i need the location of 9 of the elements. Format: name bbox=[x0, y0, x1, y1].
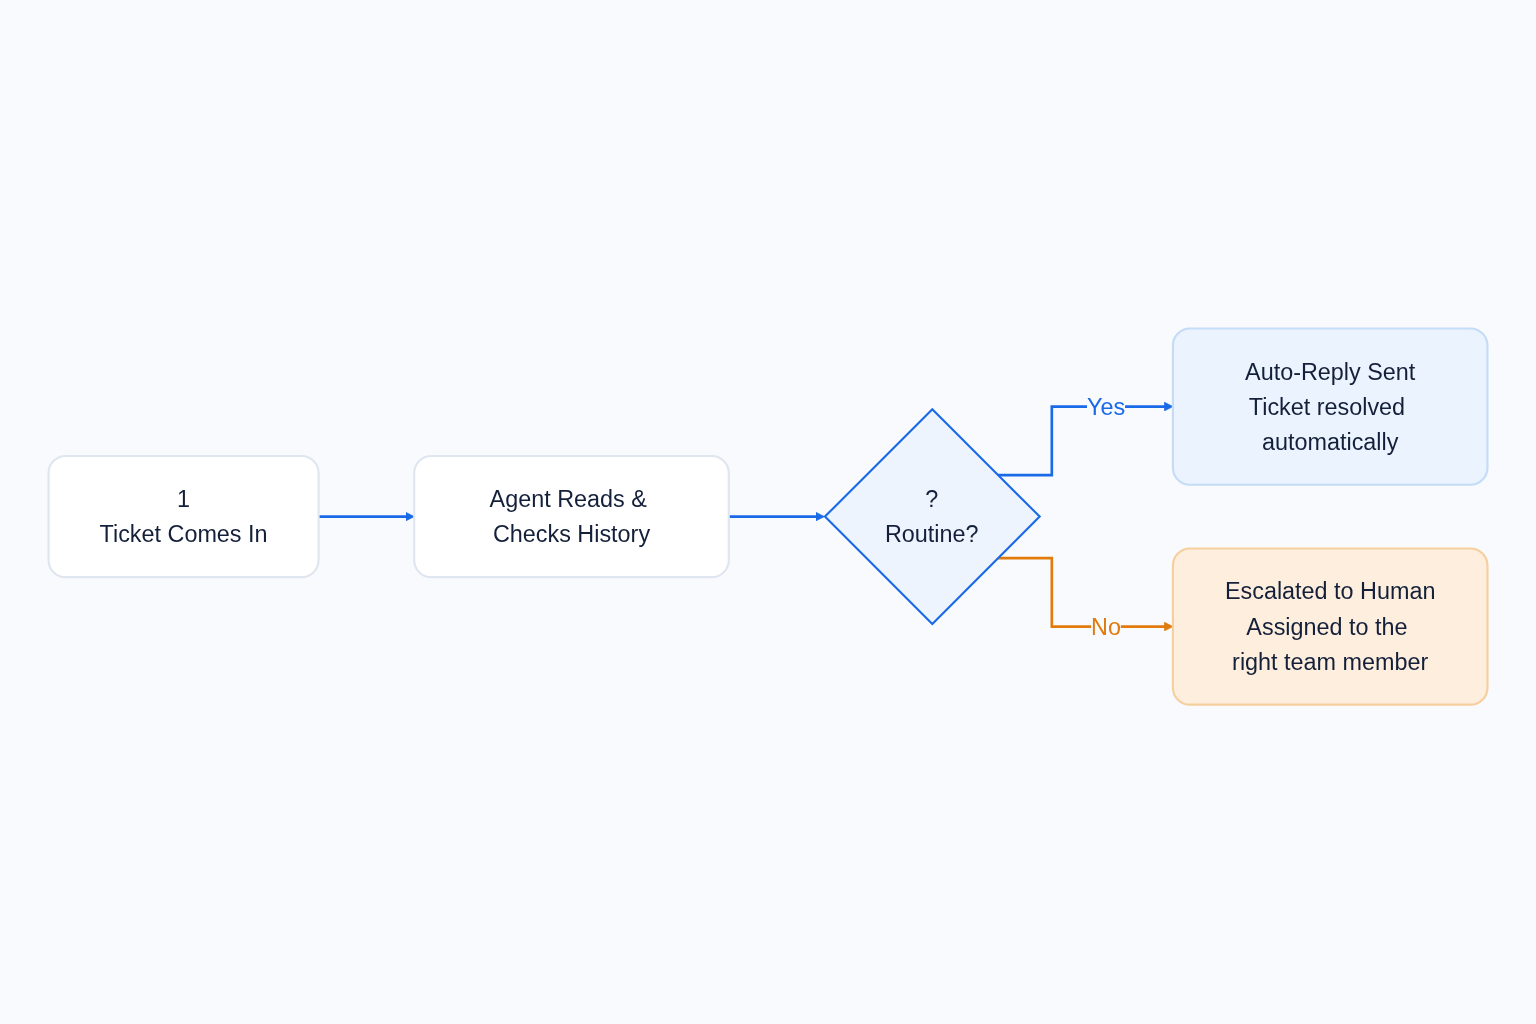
node-box: Auto-Reply Sent Ticket resolved automatically bbox=[1171, 327, 1489, 487]
arrow bbox=[728, 512, 825, 522]
node-box: Escalated to Human Assigned to the right team member bbox=[1171, 547, 1489, 707]
edge-label: No bbox=[1091, 613, 1121, 641]
node-diamond: ? Routine? bbox=[823, 408, 1042, 626]
node-box: 1 Ticket Comes In bbox=[47, 455, 320, 579]
node-box: Agent Reads & Checks History bbox=[413, 455, 730, 579]
edge-label: Yes bbox=[1086, 393, 1126, 421]
arrow bbox=[318, 512, 415, 522]
